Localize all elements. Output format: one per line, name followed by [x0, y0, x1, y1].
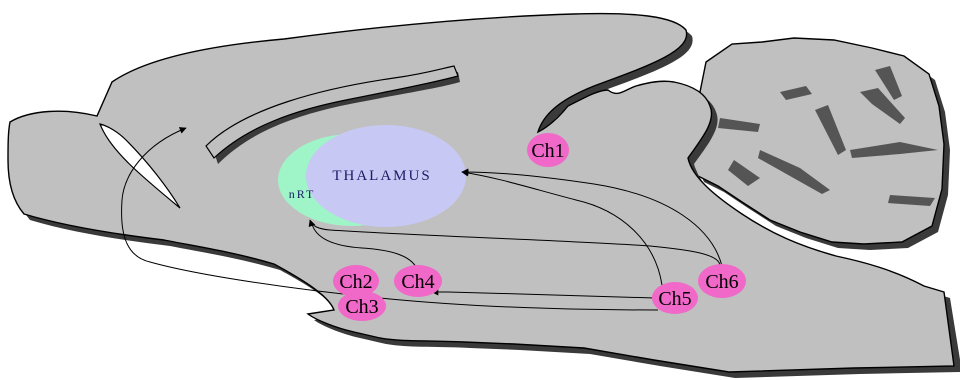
nucleus-ch6-label: Ch6 [705, 271, 738, 293]
nucleus-ch5: Ch5 [652, 282, 698, 314]
nucleus-ch4-label: Ch4 [401, 271, 434, 293]
nucleus-ch3: Ch3 [338, 291, 386, 321]
nucleus-ch3-label: Ch3 [345, 296, 378, 318]
nucleus-ch4: Ch4 [394, 265, 442, 297]
thalamus-label: THALAMUS [332, 168, 431, 184]
nrt-label: nRT [289, 187, 316, 201]
nucleus-ch6: Ch6 [698, 264, 746, 298]
nucleus-ch2-label: Ch2 [339, 271, 372, 293]
nucleus-ch1: Ch1 [527, 133, 569, 167]
nucleus-ch5-label: Ch5 [658, 288, 691, 310]
nucleus-ch1-label: Ch1 [531, 140, 564, 162]
